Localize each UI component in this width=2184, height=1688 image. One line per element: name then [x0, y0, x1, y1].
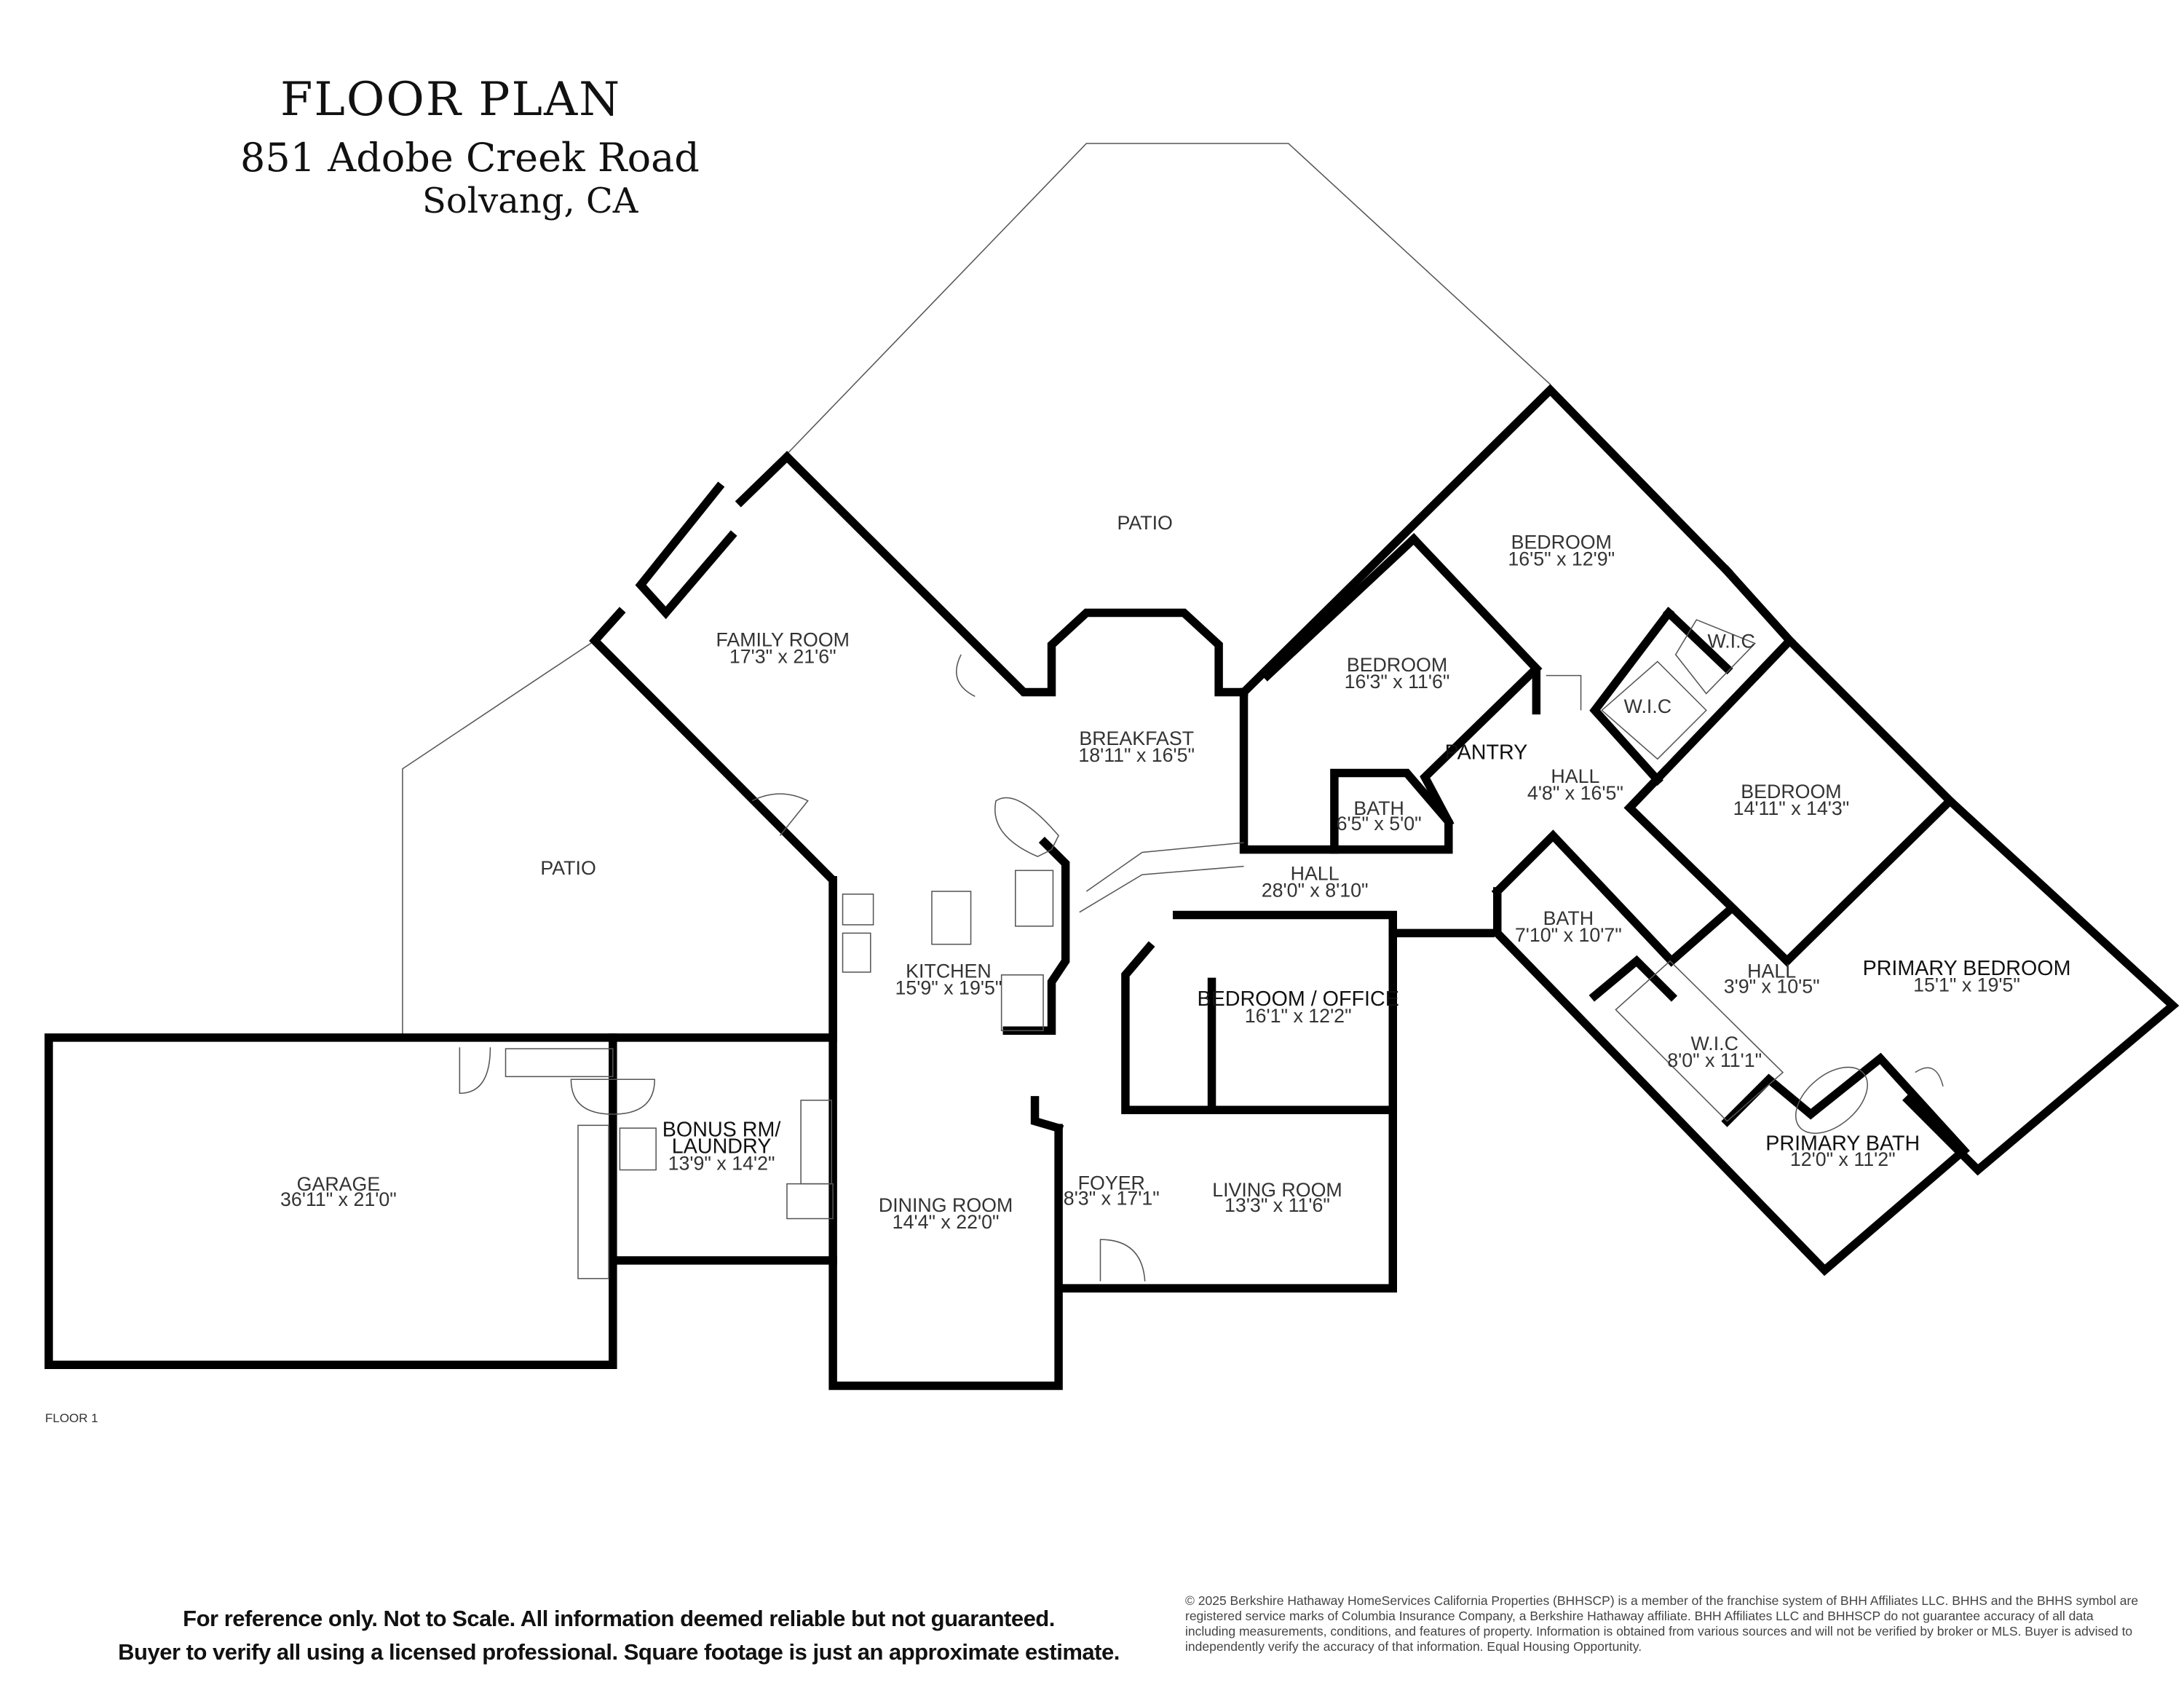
dining-room-label: DINING ROOM	[879, 1194, 1013, 1216]
breakfast-label: BREAKFAST	[1079, 727, 1194, 749]
bonus-room-label-2: LAUNDRY	[672, 1135, 772, 1159]
hall-short-dims: 4'8" x 16'5"	[1527, 782, 1623, 804]
hall-short-label: HALL	[1551, 765, 1599, 787]
family-room-dims: 17'3" x 21'6"	[729, 645, 836, 667]
breakfast-dims: 18'11" x 16'5"	[1078, 744, 1195, 766]
bath-hall-label: BATH	[1543, 907, 1594, 929]
hall-main-label: HALL	[1291, 863, 1340, 885]
kitchen-dims: 15'9" x 19'5"	[895, 977, 1002, 999]
bedroom-2-dims: 16'3" x 11'6"	[1345, 671, 1450, 693]
bath-hall-dims: 7'10" x 10'7"	[1515, 924, 1622, 946]
title-block: FLOOR PLAN 851 Adobe Creek Road Solvang,…	[0, 0, 700, 240]
wic-primary-dims: 8'0" x 11'1"	[1667, 1049, 1762, 1071]
primary-bath-dims: 12'0" x 11'2"	[1790, 1148, 1896, 1170]
bedroom-office-label: BEDROOM / OFFICE	[1197, 987, 1398, 1011]
bedroom-2-label: BEDROOM	[1347, 654, 1447, 676]
garage-dims: 36'11" x 21'0"	[280, 1188, 397, 1210]
address-city: Solvang, CA	[422, 181, 638, 221]
bedroom-4-label: BEDROOM	[1741, 781, 1841, 802]
bedroom-3-dims: 16'5" x 12'9"	[1508, 548, 1615, 569]
primary-bedroom-dims: 15'1" x 19'5"	[1913, 974, 2020, 996]
family-room-label: FAMILY ROOM	[716, 628, 850, 650]
hall-primary-label: HALL	[1747, 961, 1796, 982]
bedroom-3-label: BEDROOM	[1511, 532, 1612, 553]
living-room-dims: 13'3" x 11'6"	[1224, 1194, 1330, 1216]
living-room-label: LIVING ROOM	[1212, 1179, 1342, 1201]
disclaimer-line-1: For reference only. Not to Scale. All in…	[183, 1606, 1055, 1631]
patio-west-label: PATIO	[540, 857, 596, 879]
bonus-room-dims: 13'9" x 14'2"	[668, 1153, 775, 1175]
bedroom-office-dims: 16'1" x 12'2"	[1245, 1005, 1352, 1027]
page-title: FLOOR PLAN	[280, 73, 622, 127]
wic-upper-label: W.I.C	[1707, 630, 1754, 652]
room-labels: PATIO PATIO FAMILY ROOM 17'3" x 21'6" BR…	[280, 512, 2070, 1233]
foyer-label: FOYER	[1078, 1172, 1145, 1194]
wic-lower-label: W.I.C	[1624, 695, 1671, 717]
bath-small-dims: 6'5" x 5'0"	[1337, 813, 1422, 835]
primary-bedroom-label: PRIMARY BEDROOM	[1863, 957, 2071, 980]
bedroom-4-dims: 14'11" x 14'3"	[1733, 797, 1850, 819]
garage-label: GARAGE	[297, 1173, 381, 1195]
patio-outlines	[402, 143, 1551, 1038]
disclaimer: For reference only. Not to Scale. All in…	[80, 1602, 1158, 1669]
hall-main-dims: 28'0" x 8'10"	[1262, 880, 1369, 902]
pantry-label: PANTRY	[1445, 741, 1528, 764]
foyer-dims: 8'3" x 17'1"	[1064, 1187, 1160, 1209]
kitchen-label: KITCHEN	[906, 961, 992, 982]
wic-primary-label: W.I.C	[1691, 1033, 1738, 1054]
bath-small-label: BATH	[1353, 797, 1404, 819]
legal-notice: © 2025 Berkshire Hathaway HomeServices C…	[1185, 1593, 2139, 1654]
hall-primary-dims: 3'9" x 10'5"	[1724, 976, 1820, 998]
floor-label: FLOOR 1	[45, 1411, 98, 1425]
primary-bath-label: PRIMARY BATH	[1765, 1132, 1920, 1156]
dining-room-dims: 14'4" x 22'0"	[893, 1211, 1000, 1233]
bonus-room-label-1: BONUS RM/	[662, 1119, 781, 1142]
walls	[44, 384, 2180, 1390]
patio-north-label: PATIO	[1117, 512, 1173, 534]
fixtures	[459, 619, 1944, 1282]
disclaimer-line-2: Buyer to verify all using a licensed pro…	[118, 1639, 1120, 1665]
